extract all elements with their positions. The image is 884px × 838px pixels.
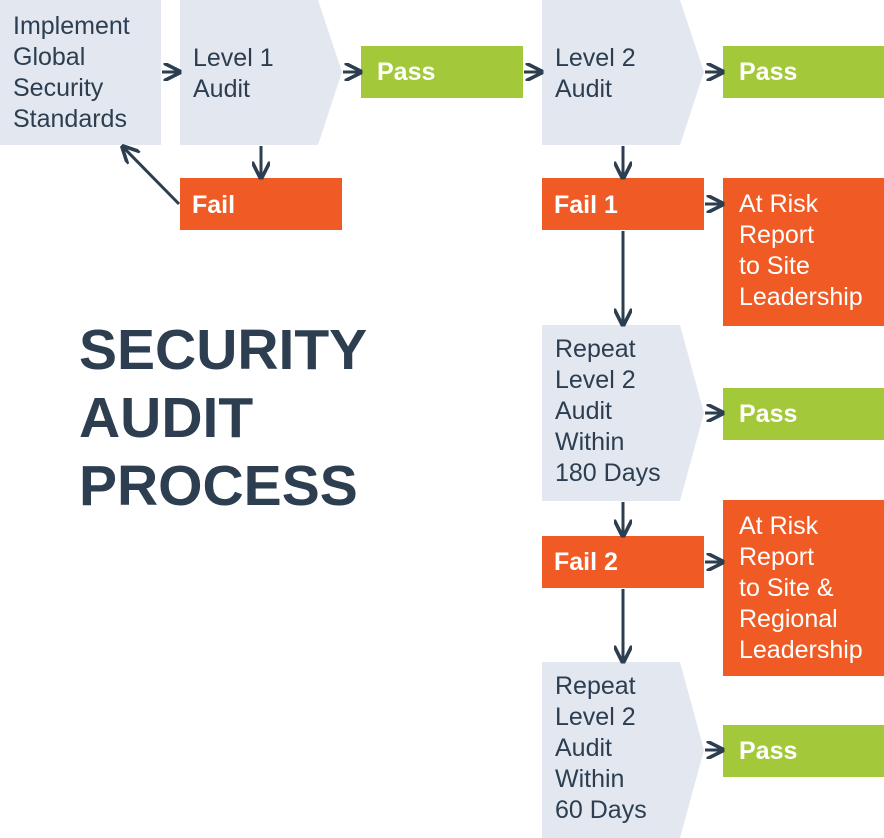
atrisk1-box xyxy=(723,178,884,326)
pass2-label: Pass xyxy=(739,58,798,86)
fail2-box xyxy=(542,536,704,588)
pass4-label: Pass xyxy=(739,737,798,765)
connectors xyxy=(124,72,721,750)
level1-label: Level 1 Audit xyxy=(193,44,274,103)
level2-chevron xyxy=(542,0,704,145)
fail1-box xyxy=(542,178,704,230)
fail1-label: Fail 1 xyxy=(554,191,618,219)
repeat180-chevron xyxy=(542,325,704,501)
fail-label: Fail xyxy=(192,191,236,219)
pass1-label: Pass xyxy=(377,58,436,86)
atrisk2-box xyxy=(723,500,884,676)
page-title: SECURITY AUDIT PROCESS xyxy=(79,318,368,518)
pass3-label: Pass xyxy=(739,400,798,428)
repeat60-chevron xyxy=(542,662,704,838)
level1-chevron xyxy=(180,0,342,145)
pass2-box xyxy=(723,46,884,98)
atrisk2-label: At Risk Report to Site & Regional Leader… xyxy=(739,512,863,664)
repeat180-label: Repeat Level 2 Audit Within 180 Days xyxy=(555,335,661,487)
atrisk1-label: At Risk Report to Site Leadership xyxy=(739,190,863,311)
pass4-box xyxy=(723,725,884,777)
pass1-box xyxy=(361,46,523,98)
fail-box xyxy=(180,178,342,230)
arrow-fail-to-implement xyxy=(124,148,181,206)
pass3-box xyxy=(723,388,884,440)
implement-label: Implement Global Security Standards xyxy=(13,12,130,133)
fail2-label: Fail 2 xyxy=(554,548,618,576)
repeat60-label: Repeat Level 2 Audit Within 60 Days xyxy=(555,672,647,824)
level2-label: Level 2 Audit xyxy=(555,44,636,103)
implement-box xyxy=(0,0,161,145)
